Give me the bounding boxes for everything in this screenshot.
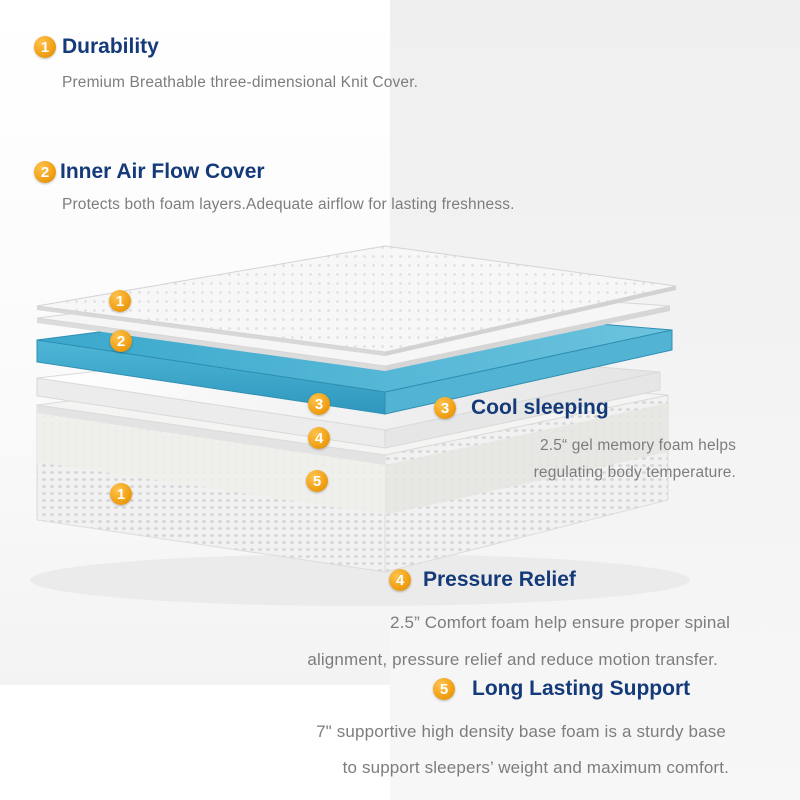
feature-number-badge: 1: [34, 36, 56, 58]
feature-description: 7" supportive high density base foam is …: [316, 714, 729, 786]
feature-number-badge: 4: [389, 569, 411, 591]
knit-cover-layer: [36, 245, 677, 356]
diagram-marker-air-flow-cover: 2: [110, 330, 132, 352]
feature-title: Inner Air Flow Cover: [60, 160, 265, 183]
diagram-marker-comfort-foam: 4: [308, 427, 330, 449]
feature-durability: 1 Durability Premium Breathable three-di…: [34, 35, 418, 92]
feature-title: Durability: [62, 35, 159, 58]
diagram-marker-knit-cover: 1: [109, 290, 131, 312]
feature-description: Premium Breathable three-dimensional Kni…: [62, 74, 419, 91]
description-line: 7" supportive high density base foam is …: [316, 722, 726, 741]
feature-inner-air-flow-cover: 2 Inner Air Flow Cover Protects both foa…: [34, 160, 515, 214]
feature-title: Long Lasting Support: [472, 677, 691, 700]
feature-description: Protects both foam layers.Adequate airfl…: [62, 196, 515, 213]
feature-long-lasting-support: 5 Long Lasting Support: [433, 677, 690, 701]
feature-description: 2.5“ gel memory foam helps regulating bo…: [534, 432, 736, 486]
feature-description: 2.5” Comfort foam help ensure proper spi…: [307, 604, 730, 678]
feature-number-badge: 5: [433, 678, 455, 700]
feature-title: Pressure Relief: [423, 568, 576, 591]
floor-shadow: [30, 554, 690, 606]
description-line: 2.5” Comfort foam help ensure proper spi…: [389, 613, 730, 632]
feature-cool-sleeping: 3 Cool sleeping: [434, 396, 609, 420]
feature-number-badge: 3: [434, 397, 456, 419]
description-line: regulating body temperature.: [533, 464, 736, 481]
description-line: alignment, pressure relief and reduce mo…: [307, 650, 718, 669]
feature-number-badge: 2: [34, 161, 56, 183]
description-line: 2.5“ gel memory foam helps: [539, 437, 736, 454]
feature-title: Cool sleeping: [471, 396, 609, 419]
feature-pressure-relief: 4 Pressure Relief: [389, 568, 576, 592]
description-line: to support sleepers’ weight and maximum …: [342, 758, 729, 777]
diagram-marker-gel-foam: 3: [308, 393, 330, 415]
diagram-marker-side-knit-cover: 1: [110, 483, 132, 505]
diagram-marker-base-foam: 5: [306, 470, 328, 492]
